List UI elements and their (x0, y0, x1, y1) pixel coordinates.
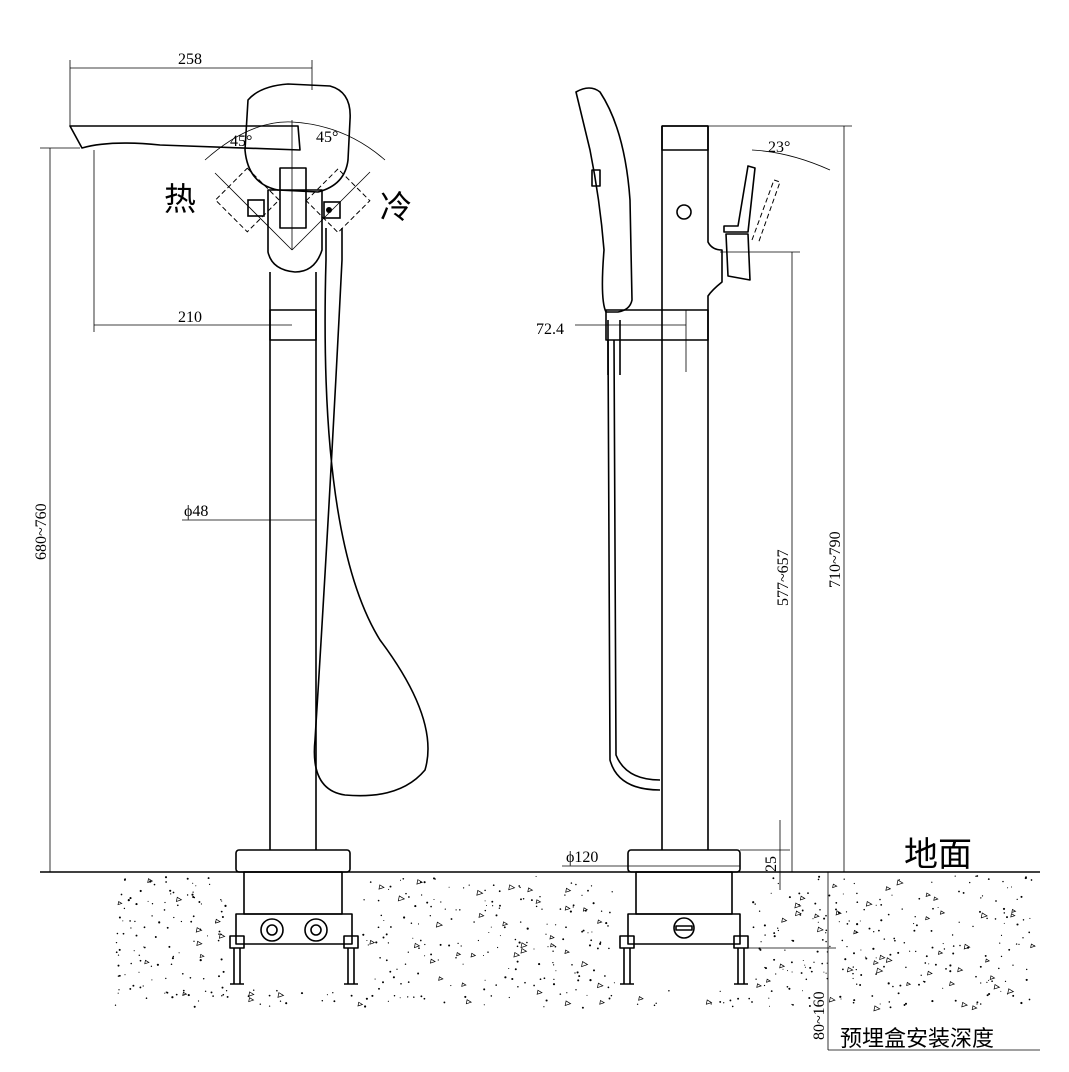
dim-80-160: 80~160 (811, 991, 828, 1040)
dim-710-790: 710~790 (827, 531, 844, 588)
dim-25: 25 (763, 856, 780, 872)
handshower (575, 87, 633, 313)
lever-base (725, 233, 751, 281)
lever-max-position (751, 179, 781, 245)
angle-arc-left (204, 121, 293, 161)
label-hot: 热 (164, 180, 196, 218)
dim-diameter-48: ϕ48 (184, 503, 208, 520)
embedded-box-side (619, 871, 749, 985)
label-floor: 地面 (904, 835, 972, 875)
dim-angle-23: 23° (768, 139, 790, 156)
hose-connector-dot (326, 207, 332, 213)
angle-line-right (291, 171, 371, 251)
body-top-cap (661, 125, 709, 151)
dim-577-657: 577~657 (775, 549, 792, 606)
embedded-box-front (229, 871, 359, 985)
lever-cold-position (305, 168, 371, 234)
side-base-plate (627, 849, 741, 873)
dimension-lines (40, 60, 1040, 1051)
dim-angle-left: 45° (230, 133, 252, 150)
side-lever (723, 165, 756, 233)
dim-diameter-120: ϕ120 (566, 849, 598, 866)
spout (69, 125, 301, 151)
handle-head (244, 83, 351, 193)
diverter-knob (676, 204, 692, 220)
hot-indicator (247, 199, 265, 217)
front-view (69, 83, 429, 985)
column (269, 272, 317, 850)
side-view (575, 87, 831, 985)
angle-line-left (214, 172, 293, 251)
dim-680-760: 680~760 (33, 503, 50, 560)
angle-arc-23 (751, 149, 831, 171)
label-box-depth: 预埋盒安装深度 (840, 1027, 994, 1052)
dim-angle-right: 45° (316, 129, 338, 146)
mixer-body (267, 189, 323, 273)
side-body (661, 125, 723, 850)
handshower-button (591, 169, 601, 187)
label-cold: 冷 (380, 188, 412, 226)
dim-72-4: 72.4 (536, 321, 564, 338)
hose (313, 228, 429, 797)
side-hose (607, 339, 661, 791)
hose-holder (607, 320, 621, 375)
base-plate (235, 849, 351, 873)
concrete-speckle-pattern (114, 875, 1036, 1012)
concrete-floor-section (40, 871, 1040, 1012)
angle-arc-right (291, 121, 386, 161)
dim-258: 258 (178, 51, 202, 68)
dim-210: 210 (178, 309, 202, 326)
mixer-lever (279, 167, 307, 229)
